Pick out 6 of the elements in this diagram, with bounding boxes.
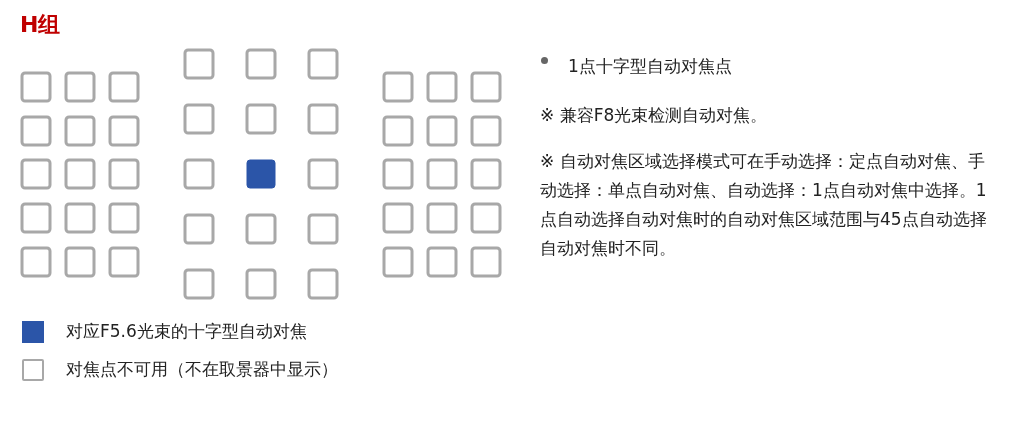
- bullet-text: 1点十字型自动对焦点: [568, 55, 732, 78]
- legend-text: 对应F5.6光束的十字型自动对焦: [66, 320, 307, 343]
- diagram-title: H组: [20, 11, 61, 39]
- note-paragraph: ※ 自动对焦区域选择模式可在手动选择：定点自动对焦、手动选择：单点自动对焦、自动选择：1点自动对焦中选择。1点自动选择自动对焦时的自动对焦区域范围与45点自动选择自动对焦时不同。: [540, 150, 988, 260]
- note-text: ※ 兼容F8光束检测自动对焦。: [540, 104, 768, 127]
- legend-text: 对焦点不可用（不在取景器中显示）: [66, 358, 338, 381]
